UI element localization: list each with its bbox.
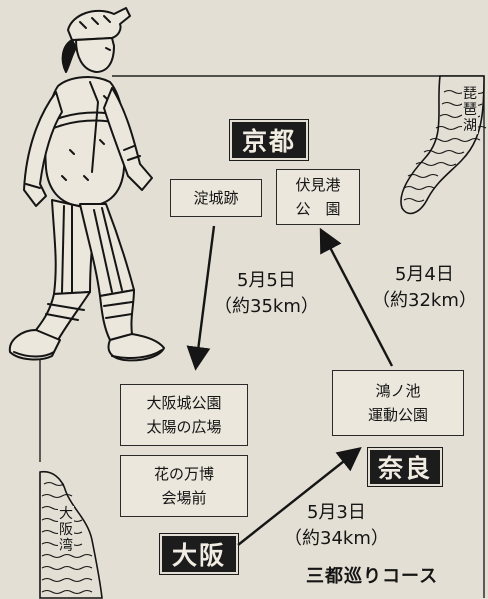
leg-distance: （約35km） <box>214 296 319 317</box>
leg-distance: （約34km） <box>284 528 389 549</box>
leg-date: 5月4日 <box>394 264 454 285</box>
map-frame <box>39 75 485 598</box>
place-label: 太陽の広場 <box>146 418 222 436</box>
leg-label-day3: 5月5日 （約35km） <box>214 268 319 320</box>
leg-label-day2: 5月4日 （約32km） <box>372 262 477 314</box>
place-box-yodo: 淀城跡 <box>170 179 262 217</box>
route-arrow-nara-kyoto <box>319 227 394 367</box>
place-box-osaka-castle-park: 大阪城公園 太陽の広場 <box>120 384 248 446</box>
city-badge-kyoto: 京都 <box>229 119 309 161</box>
leg-date: 5月3日 <box>306 502 366 523</box>
place-label: 淀城跡 <box>193 189 239 207</box>
place-label: 伏見港 <box>295 176 341 194</box>
route-arrow-kyoto-osaka <box>186 225 216 371</box>
place-label: 会場前 <box>161 489 207 507</box>
leg-distance: （約32km） <box>372 290 477 311</box>
city-badge-nara: 奈良 <box>367 447 443 487</box>
place-label: 公 園 <box>295 200 341 218</box>
place-box-kounoike: 鴻ノ池 運動公園 <box>332 370 464 436</box>
course-title: 三都巡りコース <box>306 566 439 587</box>
place-label: 花の万博 <box>153 465 214 483</box>
lake-biwa-label: 琵琶湖 <box>462 86 478 134</box>
place-box-hanahaku: 花の万博 会場前 <box>120 455 248 517</box>
place-box-fushimi: 伏見港 公 園 <box>276 169 360 225</box>
osaka-bay-label: 大阪湾 <box>58 506 74 554</box>
leg-date: 5月5日 <box>236 270 296 291</box>
walking-hiker-illustration <box>8 7 165 362</box>
leg-label-day1: 5月3日 （約34km） <box>284 500 389 552</box>
route-arrow-osaka-nara <box>237 447 362 546</box>
place-label: 大阪城公園 <box>146 394 222 412</box>
place-label: 運動公園 <box>367 406 428 424</box>
place-label: 鴻ノ池 <box>375 382 421 400</box>
city-badge-osaka: 大阪 <box>159 533 239 575</box>
